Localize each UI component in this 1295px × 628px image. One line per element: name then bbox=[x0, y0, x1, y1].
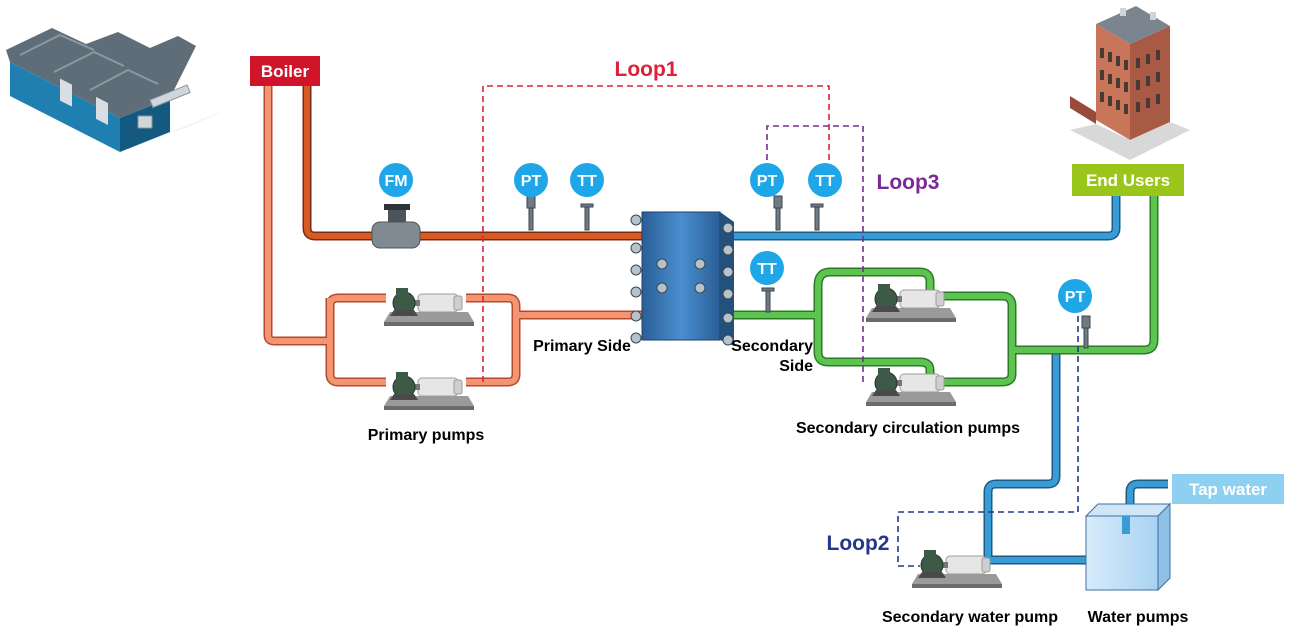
svg-text:TT: TT bbox=[577, 173, 597, 190]
svg-text:Boiler: Boiler bbox=[261, 62, 310, 81]
loop1-label: Loop1 bbox=[615, 58, 678, 81]
tt-primary-bubble: TT bbox=[570, 163, 604, 197]
loop3-line bbox=[766, 125, 864, 382]
svg-text:FM: FM bbox=[384, 173, 407, 190]
loop3-label: Loop3 bbox=[877, 171, 940, 194]
fm-bubble: FM bbox=[379, 163, 413, 197]
secondary-circulation-pump-2 bbox=[865, 367, 957, 407]
svg-text:TT: TT bbox=[815, 173, 835, 190]
office-building-icon bbox=[1070, 6, 1190, 160]
pt-primary-bubble: PT bbox=[514, 163, 548, 197]
loop2-line bbox=[897, 306, 1079, 567]
boiler-label: Boiler bbox=[250, 56, 320, 86]
hot-supply-pipe bbox=[302, 82, 676, 241]
primary-side-label: Primary Side bbox=[533, 338, 631, 355]
svg-text:Tap water: Tap water bbox=[1189, 480, 1267, 499]
svg-text:TT: TT bbox=[757, 261, 777, 278]
tt-secondary-bubble: TT bbox=[808, 163, 842, 197]
svg-text:PT: PT bbox=[757, 173, 778, 190]
tt-supply-bubble: TT bbox=[750, 251, 784, 285]
secondary-return-pipe bbox=[712, 194, 1159, 387]
secondary-side-label-line2: Side bbox=[779, 358, 813, 375]
svg-text:End Users: End Users bbox=[1086, 171, 1170, 190]
water-tank bbox=[1084, 502, 1172, 592]
sensor-probes bbox=[526, 195, 1091, 349]
primary-pumps-label: Primary pumps bbox=[368, 427, 485, 444]
water-pumps-label: Water pumps bbox=[1088, 609, 1189, 626]
tap-water-label: Tap water bbox=[1172, 474, 1284, 504]
secondary-circulation-pump-1 bbox=[865, 283, 957, 323]
factory-icon bbox=[6, 28, 240, 152]
flow-meter bbox=[371, 204, 421, 249]
secondary-supply-pipe bbox=[730, 194, 1168, 565]
pt-water-bubble: PT bbox=[1058, 279, 1092, 313]
end-users-label: End Users bbox=[1072, 164, 1184, 196]
primary-return-pipe bbox=[263, 82, 680, 387]
secondary-side-label-line1: Secondary bbox=[731, 338, 813, 355]
svg-text:PT: PT bbox=[521, 173, 542, 190]
primary-pump-1 bbox=[383, 287, 475, 327]
loop1-line bbox=[482, 85, 830, 382]
pt-secondary-bubble: PT bbox=[750, 163, 784, 197]
secondary-water-pump-label: Secondary water pump bbox=[882, 609, 1058, 626]
secondary-circulation-pumps-label: Secondary circulation pumps bbox=[796, 420, 1020, 437]
svg-text:PT: PT bbox=[1065, 289, 1086, 306]
loop2-label: Loop2 bbox=[827, 532, 890, 555]
heat-exchanger bbox=[630, 211, 734, 346]
primary-pump-2 bbox=[383, 371, 475, 411]
